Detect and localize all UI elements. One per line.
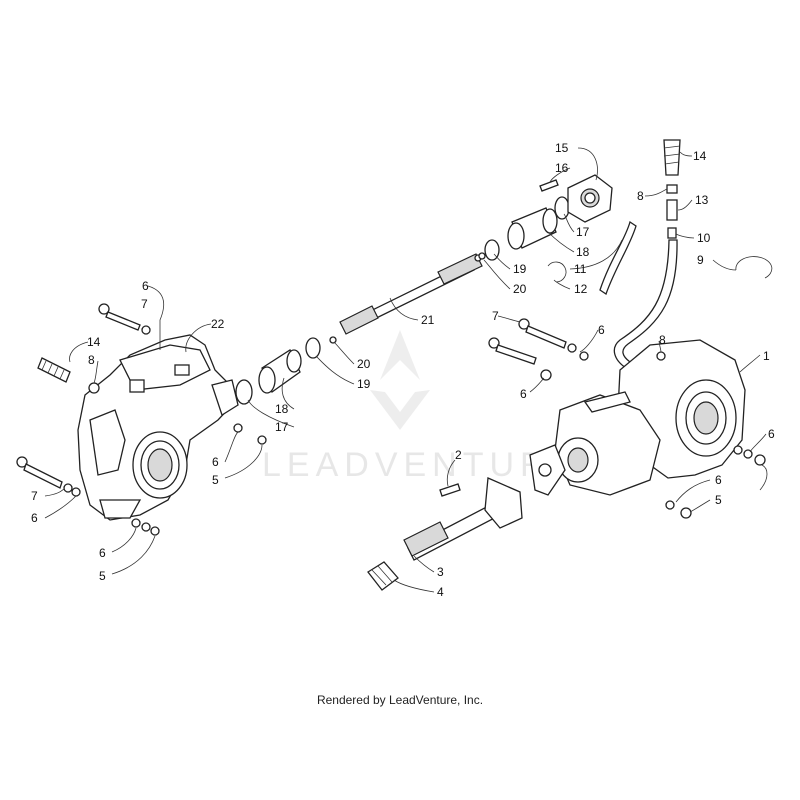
callout-20-left: 20 (357, 357, 371, 371)
callout-10: 10 (697, 231, 711, 245)
callout-19-right: 19 (513, 262, 527, 276)
callout-8-top-right: 8 (637, 189, 644, 203)
fitting-10[interactable] (667, 227, 677, 239)
callout-6-bottom-right: 6 (715, 473, 722, 487)
fitting-8-left[interactable] (88, 382, 100, 394)
nut-5-bottom-left[interactable] (150, 526, 160, 536)
callout-14-left: 14 (87, 335, 101, 349)
callout-20-right: 20 (513, 282, 527, 296)
ring-17-right[interactable] (554, 196, 570, 220)
callout-2: 2 (455, 448, 462, 462)
callout-7-right: 7 (492, 309, 499, 323)
washer-6-lower-left-a[interactable] (63, 483, 73, 493)
washer-6-bottom-left-b[interactable] (141, 522, 151, 532)
nut-4[interactable] (367, 561, 399, 591)
left-housing[interactable] (77, 334, 239, 521)
callout-12: 12 (574, 282, 588, 296)
washer-6-bottom-right[interactable] (665, 500, 675, 510)
spring-left[interactable] (37, 357, 71, 383)
washer-6-mid-right[interactable] (579, 351, 589, 361)
callout-22: 22 (211, 317, 225, 331)
footer-credit: Rendered by LeadVenture, Inc. (316, 693, 484, 707)
callout-6-mid-left: 6 (212, 455, 219, 469)
callout-14-right: 14 (693, 149, 707, 163)
bolt-2[interactable] (439, 483, 461, 497)
snap-ring-9[interactable] (735, 256, 773, 279)
washer-6-bottom-left[interactable] (131, 518, 141, 528)
spring-right[interactable] (663, 139, 681, 176)
washer-6-right-a[interactable] (733, 445, 743, 455)
callout-5-bottom-left: 5 (99, 569, 106, 583)
callout-5-bottom-right: 5 (715, 493, 722, 507)
callout-18-right: 18 (576, 245, 590, 259)
callout-17-left: 17 (275, 420, 289, 434)
watermark: LEADVENTURE (262, 330, 579, 484)
callout-3: 3 (437, 565, 444, 579)
nut-5-mid-left[interactable] (257, 435, 267, 445)
callout-6-upper-right: 6 (598, 323, 605, 337)
callout-15: 15 (555, 141, 569, 155)
right-housing[interactable] (529, 339, 746, 496)
output-cap[interactable] (567, 174, 613, 223)
fitting-13[interactable] (666, 199, 678, 221)
callout-6-right: 6 (768, 427, 775, 441)
fitting-8-right[interactable] (666, 184, 678, 194)
callout-1: 1 (763, 349, 770, 363)
callout-7-lower-left: 7 (31, 489, 38, 503)
bolt-7-mid-right[interactable] (488, 337, 537, 365)
callout-13: 13 (695, 193, 709, 207)
washer-6-mid-left[interactable] (233, 423, 243, 433)
boot-18-right[interactable] (507, 207, 558, 250)
fitting-8-housing[interactable] (656, 351, 666, 361)
callout-18-left: 18 (275, 402, 289, 416)
callout-6-top-left: 6 (142, 279, 149, 293)
bolt-7-upper-right[interactable] (518, 318, 567, 349)
callout-8-housing: 8 (659, 333, 666, 347)
callout-17-right: 17 (576, 225, 590, 239)
callout-6-lower-left: 6 (31, 511, 38, 525)
boot-18-left[interactable] (258, 349, 302, 394)
callout-6-lone: 6 (520, 387, 527, 401)
washer-6-top-left[interactable] (141, 325, 151, 335)
callout-9: 9 (697, 253, 704, 267)
ring-19-left[interactable] (305, 337, 321, 359)
washer-6-upper-right[interactable] (567, 343, 577, 353)
washer-6-lone[interactable] (540, 369, 552, 381)
circlip-12[interactable] (547, 261, 567, 283)
callout-7-top-left: 7 (141, 297, 148, 311)
watermark-text: LEADVENTURE (262, 446, 579, 484)
callout-21: 21 (421, 313, 435, 327)
bolt-7-top-left[interactable] (98, 303, 141, 331)
hose-11[interactable] (599, 220, 637, 296)
clip-20-left[interactable] (329, 336, 337, 344)
callout-5-left: 5 (212, 473, 219, 487)
leader-lines (44, 147, 768, 593)
callout-16: 16 (555, 161, 569, 175)
nut-5-right[interactable] (754, 454, 766, 466)
callout-11: 11 (574, 262, 587, 276)
callout-4: 4 (437, 585, 444, 599)
callout-19-left: 19 (357, 377, 371, 391)
bolt-7-lower-left[interactable] (16, 456, 63, 489)
callouts: 1 2 3 4 5 5 5 6 6 6 6 6 6 6 6 7 7 7 8 8 … (31, 141, 775, 599)
pinion-shaft[interactable] (403, 477, 523, 561)
callout-8-left: 8 (88, 353, 95, 367)
callout-6-bottom-left: 6 (99, 546, 106, 560)
drive-shaft[interactable] (339, 253, 483, 335)
clip-20-right[interactable] (478, 252, 486, 260)
nut-5-bottom-right[interactable] (680, 507, 692, 519)
ring-19-right[interactable] (484, 239, 500, 261)
ring-17-left[interactable] (235, 379, 253, 405)
bolt-16[interactable] (539, 179, 559, 192)
washer-6-lower-left-b[interactable] (71, 487, 81, 497)
